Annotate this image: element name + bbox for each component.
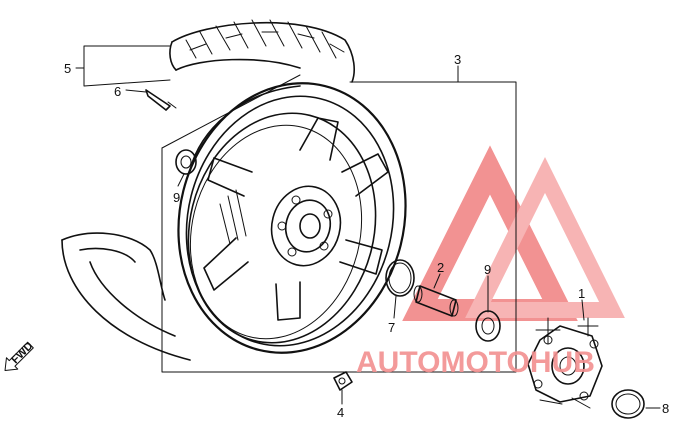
wheel-hub	[270, 185, 342, 267]
valve-stem	[145, 89, 177, 111]
callout-9-left: 9	[173, 190, 180, 205]
callout-7: 7	[388, 320, 395, 335]
wheel-rim	[177, 82, 407, 354]
bearing-left	[175, 149, 197, 175]
o-ring-7	[385, 259, 415, 297]
forward-direction-indicator: FWD	[4, 340, 36, 371]
nut	[333, 371, 353, 391]
callout-9-right: 9	[484, 262, 491, 277]
part-callouts: 5 6 3 9 2 9 1 7 4 8	[64, 52, 669, 420]
callout-8: 8	[662, 401, 669, 416]
leader-lines	[75, 45, 661, 409]
watermark-logo	[402, 145, 625, 321]
callout-1: 1	[578, 286, 585, 301]
callout-2: 2	[437, 260, 444, 275]
distance-collar	[413, 285, 459, 317]
driven-flange	[527, 317, 603, 409]
o-ring-8	[611, 389, 645, 419]
callout-6: 6	[114, 84, 121, 99]
watermark-text: AUTOMOTOHUB	[356, 346, 595, 379]
callout-3: 3	[454, 52, 461, 67]
callout-5: 5	[64, 61, 71, 76]
tire-section-top	[169, 19, 355, 83]
inner-tube	[61, 232, 191, 361]
wheel-spokes	[203, 117, 389, 321]
fwd-label: FWD	[9, 340, 35, 366]
callout-4: 4	[337, 405, 344, 420]
